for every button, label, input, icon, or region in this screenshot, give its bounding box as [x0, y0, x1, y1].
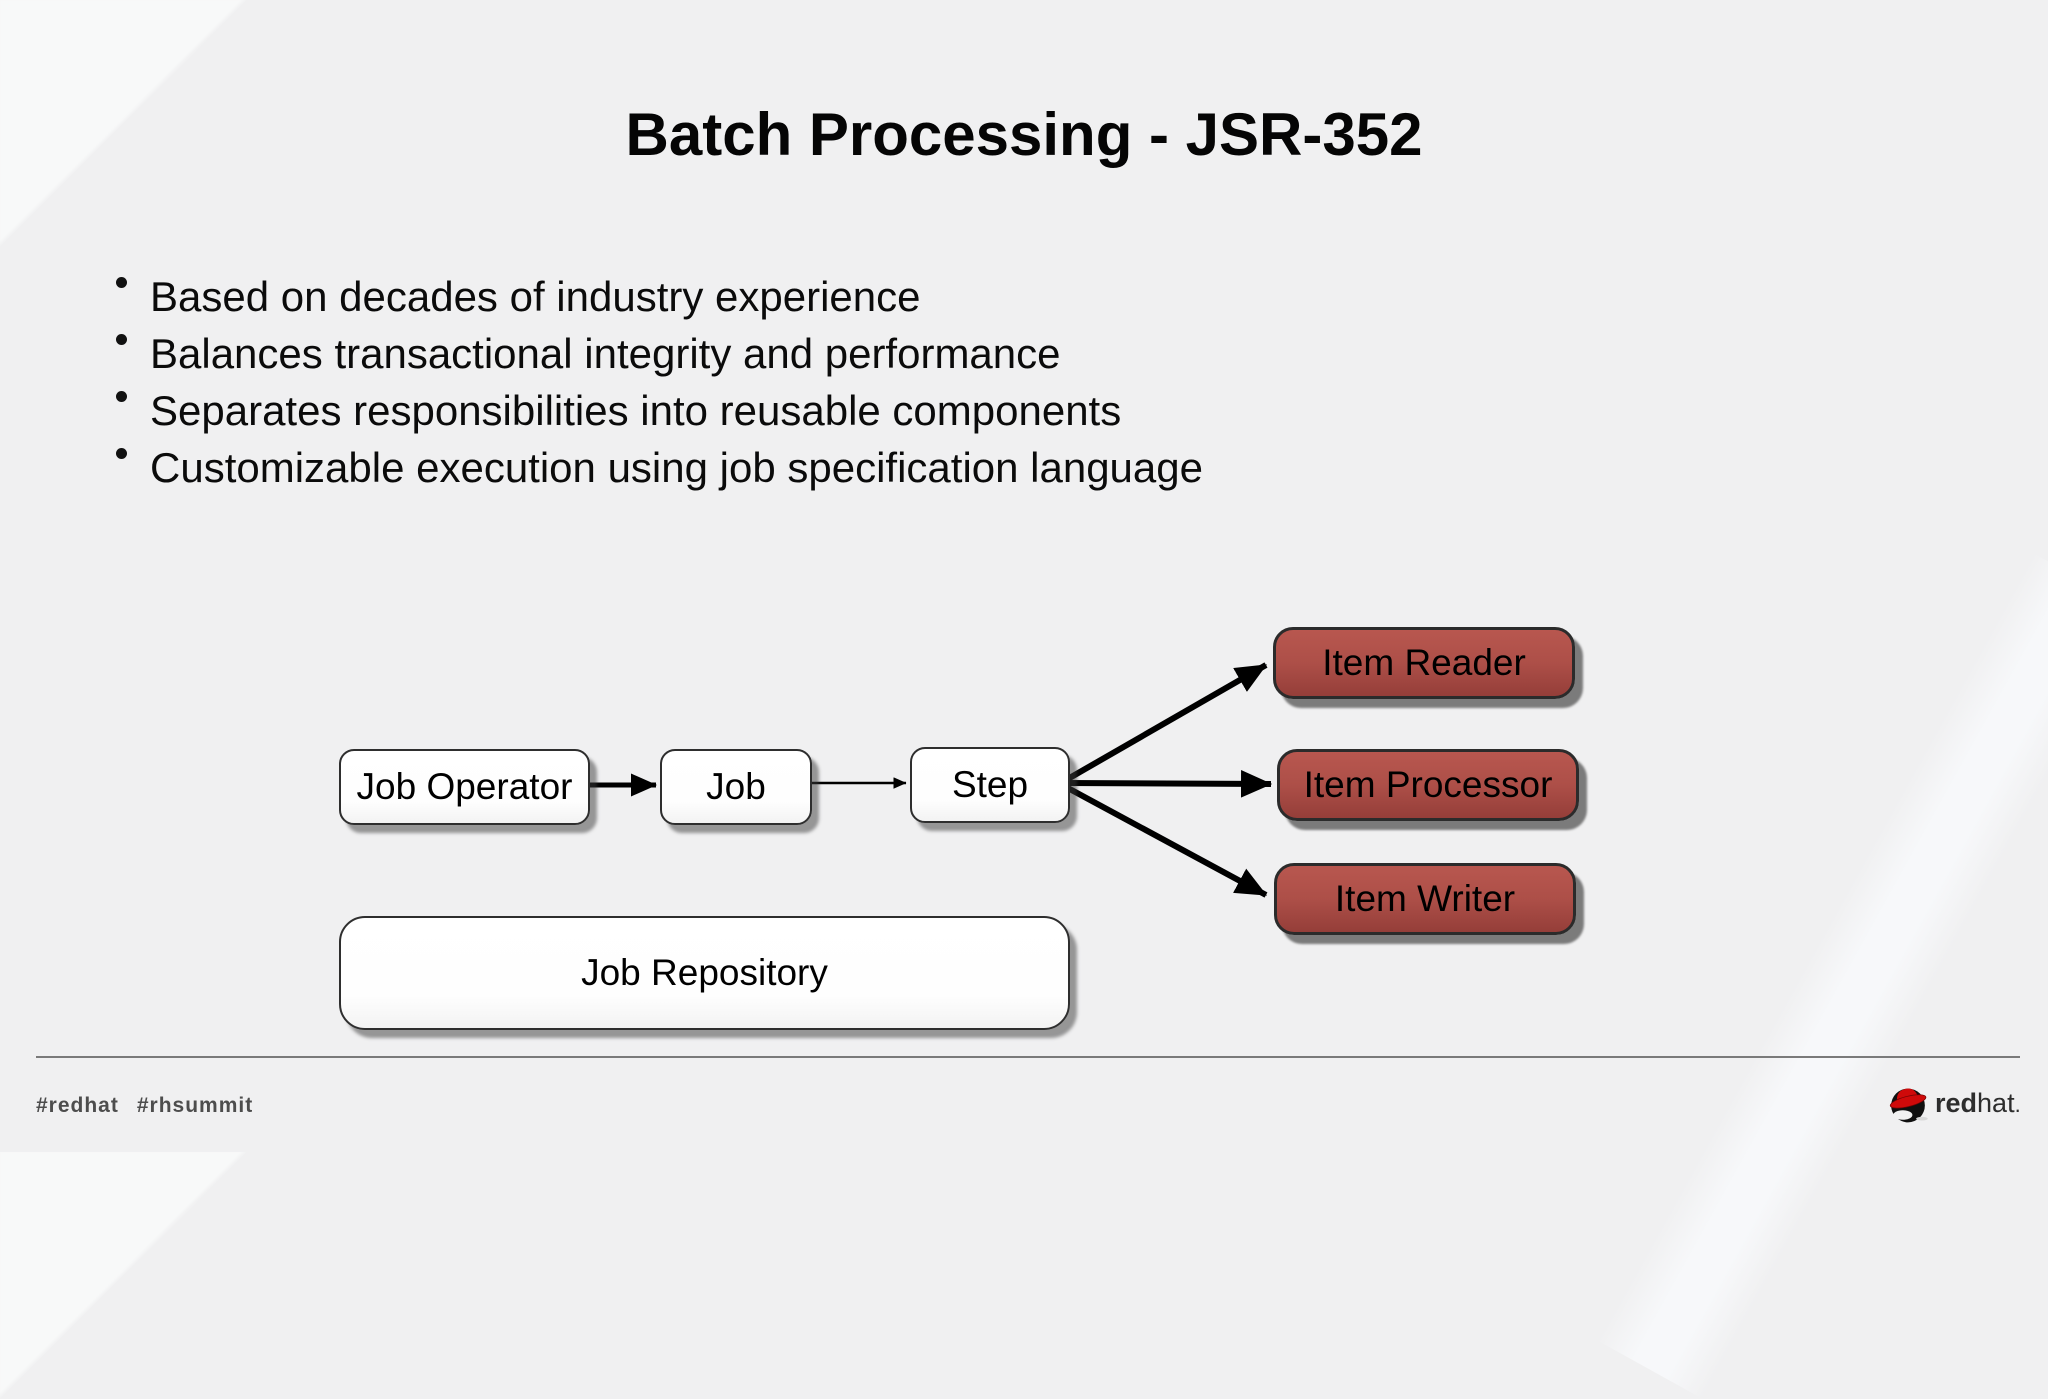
- hashtag-redhat: #redhat: [36, 1094, 119, 1117]
- bullet-item: Separates responsibilities into reusable…: [116, 382, 1203, 439]
- bullet-list: Based on decades of industry experience …: [116, 268, 1203, 496]
- diagram-node-item-writer: Item Writer: [1274, 863, 1576, 935]
- bullet-item: Balances transactional integrity and per…: [116, 325, 1203, 382]
- bullet-dot-icon: [116, 391, 127, 402]
- wordmark-hat: hat: [1977, 1088, 2015, 1118]
- diagram-node-step: Step: [910, 747, 1070, 823]
- flow-diagram: Job Operator Job Step Item Reader Item P…: [339, 627, 1579, 1030]
- footer-divider: [36, 1056, 2020, 1058]
- wordmark-period: .: [2014, 1092, 2021, 1117]
- redhat-shadowman-icon: [1889, 1088, 1928, 1123]
- bullet-dot-icon: [116, 448, 127, 459]
- diagram-node-job: Job: [660, 749, 812, 825]
- bullet-text: Separates responsibilities into reusable…: [150, 387, 1122, 434]
- bullet-dot-icon: [116, 334, 127, 345]
- diagram-node-item-reader: Item Reader: [1273, 627, 1575, 699]
- redhat-wordmark: redhat.: [1935, 1082, 2021, 1126]
- arrow-step-to-item-writer: [1064, 784, 1268, 898]
- bullet-text: Customizable execution using job specifi…: [150, 444, 1203, 491]
- diagram-node-item-processor: Item Processor: [1277, 749, 1579, 821]
- redhat-logo: redhat.: [1886, 1082, 2021, 1126]
- diagram-node-job-operator: Job Operator: [339, 749, 590, 825]
- hashtag-rhsummit: #rhsummit: [136, 1094, 254, 1117]
- bullet-item: Based on decades of industry experience: [116, 268, 1203, 325]
- footer-hashtags: #redhat #rhsummit: [36, 1094, 271, 1118]
- bullet-text: Based on decades of industry experience: [150, 273, 921, 320]
- arrow-step-to-item-reader: [1064, 662, 1268, 783]
- slide-title: Batch Processing - JSR-352: [625, 101, 1423, 168]
- bullet-dot-icon: [116, 277, 127, 288]
- wordmark-red: red: [1935, 1088, 1978, 1118]
- diagram-node-job-repository: Job Repository: [339, 916, 1070, 1030]
- bullet-item: Customizable execution using job specifi…: [116, 439, 1203, 496]
- arrow-step-to-item-processor: [1065, 770, 1273, 798]
- bullet-text: Balances transactional integrity and per…: [150, 330, 1061, 377]
